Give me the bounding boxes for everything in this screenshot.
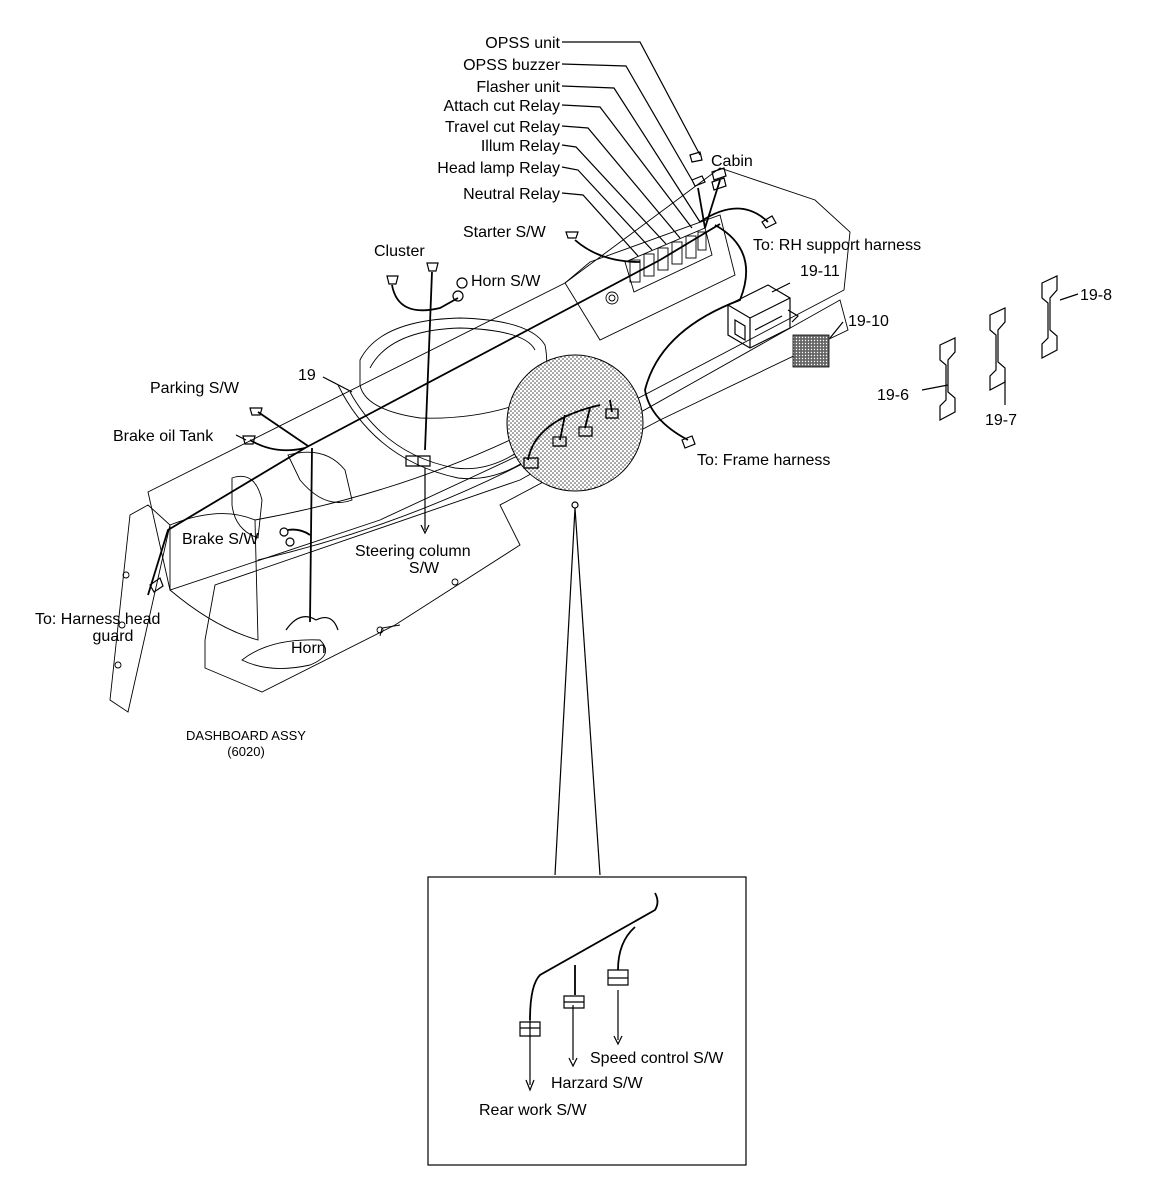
label-cabin: Cabin	[711, 153, 753, 170]
part-19-10-mesh	[792, 334, 830, 368]
label-opss-buzzer: OPSS buzzer	[463, 57, 561, 74]
label-head-lamp-relay: Head lamp Relay	[437, 160, 560, 177]
label-steering-sw: S/W	[409, 560, 440, 577]
label-part-19-7: 19-7	[985, 412, 1017, 429]
label-rh-support-harness: To: RH support harness	[753, 237, 921, 254]
label-horn-sw: Horn S/W	[471, 273, 541, 290]
label-neutral-relay: Neutral Relay	[463, 186, 560, 203]
label-steering-column: Steering column	[355, 543, 471, 560]
label-harness-head-guard: To: Harness head	[35, 611, 160, 628]
label-part-19-11: 19-11	[800, 263, 840, 280]
labels: OPSS unit OPSS buzzer Flasher unit Attac…	[35, 35, 1112, 1119]
label-part-19-8: 19-8	[1080, 287, 1112, 304]
label-frame-harness: To: Frame harness	[697, 452, 830, 469]
part-brackets	[939, 275, 1058, 421]
label-parking-sw: Parking S/W	[150, 380, 240, 397]
label-brake-oil-tank: Brake oil Tank	[113, 428, 214, 445]
connector-symbols	[149, 151, 777, 631]
label-illum-relay: Illum Relay	[481, 138, 560, 155]
label-flasher-unit: Flasher unit	[476, 79, 560, 96]
label-attach-cut-relay: Attach cut Relay	[444, 98, 561, 115]
label-part-19-6: 19-6	[877, 387, 909, 404]
label-part-19: 19	[298, 367, 316, 384]
part-19-11-module	[727, 284, 799, 349]
wiring-harness	[147, 179, 769, 623]
label-dashboard-assy-code: (6020)	[227, 744, 265, 759]
label-part-19-10: 19-10	[848, 313, 889, 330]
label-dashboard-assy: DASHBOARD ASSY	[186, 728, 306, 743]
label-cluster: Cluster	[374, 243, 425, 260]
label-rear-work-sw: Rear work S/W	[479, 1102, 587, 1119]
dashboard-body	[109, 167, 851, 713]
label-harzard-sw: Harzard S/W	[551, 1075, 643, 1092]
leader-lines	[235, 41, 1079, 535]
label-harness-guard: guard	[93, 628, 134, 645]
label-speed-control-sw: Speed control S/W	[590, 1050, 724, 1067]
label-travel-cut-relay: Travel cut Relay	[445, 119, 560, 136]
detail-magnifier	[506, 354, 644, 876]
label-horn: Horn	[291, 640, 326, 657]
detail-box	[427, 876, 747, 1166]
label-opss-unit: OPSS unit	[485, 35, 560, 52]
label-starter-sw: Starter S/W	[463, 224, 547, 241]
label-brake-sw: Brake S/W	[182, 531, 259, 548]
relay-block	[624, 227, 713, 293]
